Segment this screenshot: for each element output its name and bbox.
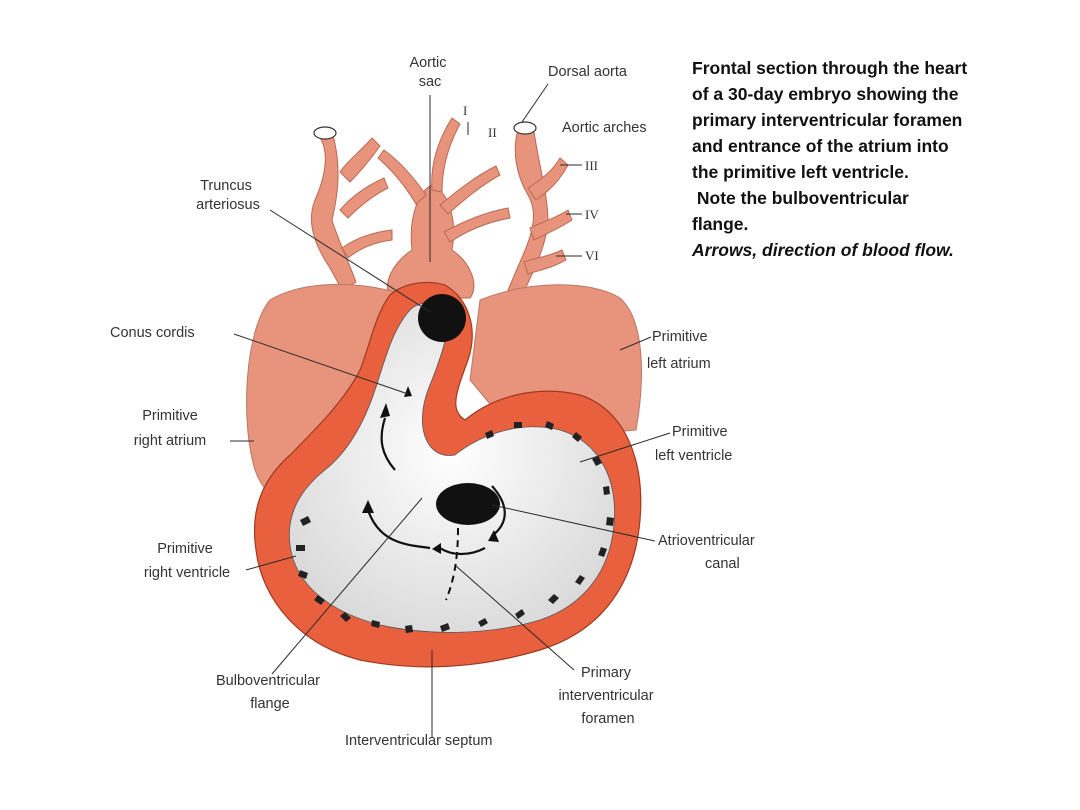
leader-lines — [230, 83, 671, 738]
label-conus-cordis: Conus cordis — [110, 325, 195, 341]
label-primary-interventricular-foramen: Primary interventricular foramen — [558, 665, 657, 727]
label-truncus-arteriosus: Truncus arteriosus — [196, 178, 260, 213]
label-primitive-right-ventricle: Primitive right ventricle — [144, 541, 230, 581]
label-arch-i: I — [463, 103, 467, 118]
caption-note: Arrows, direction of blood flow. — [692, 240, 954, 260]
arrowheads — [362, 386, 499, 554]
label-primitive-right-atrium: Primitive right atrium — [134, 408, 207, 449]
label-aortic-arches: Aortic arches — [562, 120, 647, 136]
label-arch-iv: IV — [585, 207, 599, 222]
truncus-opening — [418, 294, 466, 342]
foramen-dashed — [445, 527, 459, 601]
label-atrioventricular-canal: Atrioventricular canal — [658, 533, 759, 572]
label-arch-ii: II — [488, 125, 497, 140]
label-arch-vi: VI — [585, 248, 599, 263]
caption-line: and entrance of the atrium into — [692, 136, 949, 156]
label-aortic-sac: Aortic sac — [409, 55, 450, 90]
caption-line: Frontal section through the heart — [692, 58, 968, 78]
blood-flow-arrows — [366, 417, 506, 556]
av-canal-opening — [436, 483, 500, 525]
caption-line: Note the bulboventricular — [692, 188, 909, 208]
label-arch-iii: III — [585, 158, 598, 173]
aortic-arches — [310, 117, 573, 299]
caption-line: primary interventricular foramen — [692, 110, 963, 130]
label-bulboventricular-flange: Bulboventricular flange — [216, 673, 324, 712]
caption-line: of a 30-day embryo showing the — [692, 84, 959, 104]
figure-caption: Frontal section through the heart of a 3… — [692, 55, 1062, 263]
label-dorsal-aorta: Dorsal aorta — [548, 64, 628, 80]
caption-line: flange. — [692, 214, 749, 234]
label-primitive-left-atrium: Primitive left atrium — [647, 329, 712, 372]
trabeculae — [296, 421, 614, 633]
label-primitive-left-ventricle: Primitive left ventricle — [655, 424, 732, 464]
label-interventricular-septum: Interventricular septum — [345, 733, 492, 749]
caption-line: the primitive left ventricle. — [692, 162, 909, 182]
ventricle-lumen — [288, 303, 615, 633]
